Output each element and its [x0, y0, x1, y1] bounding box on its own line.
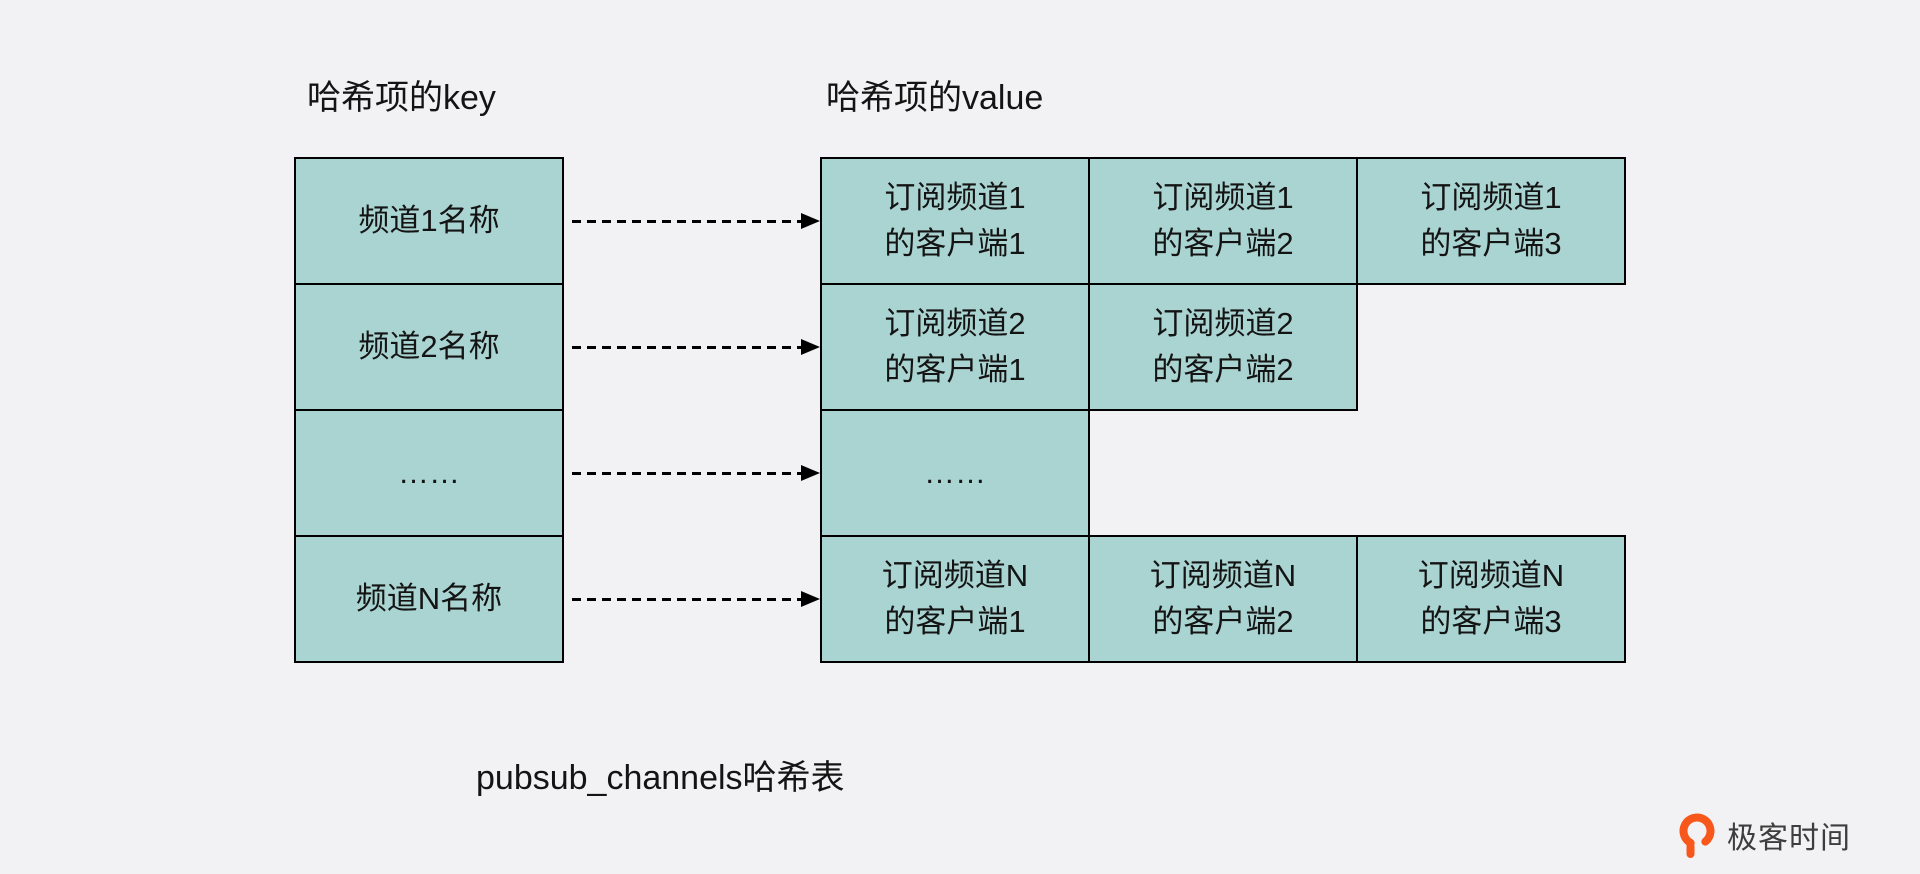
key-cell-channel-2: 频道2名称: [294, 283, 564, 411]
key-cell-ellipsis: ……: [294, 409, 564, 537]
arrow-line: [572, 346, 802, 349]
arrow-head-icon: [801, 591, 820, 607]
value-cell: 订阅频道2 的客户端1: [820, 283, 1090, 411]
key-cell-channel-n: 频道N名称: [294, 535, 564, 663]
arrow-row-1: [572, 213, 820, 229]
arrow-line: [572, 472, 802, 475]
value-row-2: 订阅频道2 的客户端1 订阅频道2 的客户端2: [820, 283, 1358, 411]
arrow-row-3: [572, 465, 820, 481]
value-cell-ellipsis: ……: [820, 409, 1090, 537]
value-row-3: ……: [820, 409, 1090, 537]
key-column-header: 哈希项的key: [307, 79, 496, 117]
arrow-head-icon: [801, 465, 820, 481]
value-cell: 订阅频道N 的客户端1: [820, 535, 1090, 663]
value-column-header: 哈希项的value: [826, 79, 1044, 117]
arrow-line: [572, 598, 802, 601]
geektime-logo-icon: [1679, 813, 1715, 858]
arrow-head-icon: [801, 213, 820, 229]
value-cell: 订阅频道2 的客户端2: [1088, 283, 1358, 411]
arrow-head-icon: [801, 339, 820, 355]
value-cell: 订阅频道1 的客户端1: [820, 157, 1090, 285]
arrow-line: [572, 220, 802, 223]
value-row-1: 订阅频道1 的客户端1 订阅频道1 的客户端2 订阅频道1 的客户端3: [820, 157, 1626, 285]
arrow-row-2: [572, 339, 820, 355]
geektime-logo: 极客时间: [1676, 812, 1851, 858]
value-cell: 订阅频道1 的客户端2: [1088, 157, 1358, 285]
diagram-caption: pubsub_channels哈希表: [476, 759, 845, 797]
geektime-logo-text: 极客时间: [1727, 822, 1851, 855]
value-cell: 订阅频道1 的客户端3: [1356, 157, 1626, 285]
value-cell: 订阅频道N 的客户端3: [1356, 535, 1626, 663]
value-cell: 订阅频道N 的客户端2: [1088, 535, 1358, 663]
key-column: 频道1名称 频道2名称 …… 频道N名称: [294, 157, 564, 663]
value-row-4: 订阅频道N 的客户端1 订阅频道N 的客户端2 订阅频道N 的客户端3: [820, 535, 1626, 663]
key-cell-channel-1: 频道1名称: [294, 157, 564, 285]
arrow-row-4: [572, 591, 820, 607]
